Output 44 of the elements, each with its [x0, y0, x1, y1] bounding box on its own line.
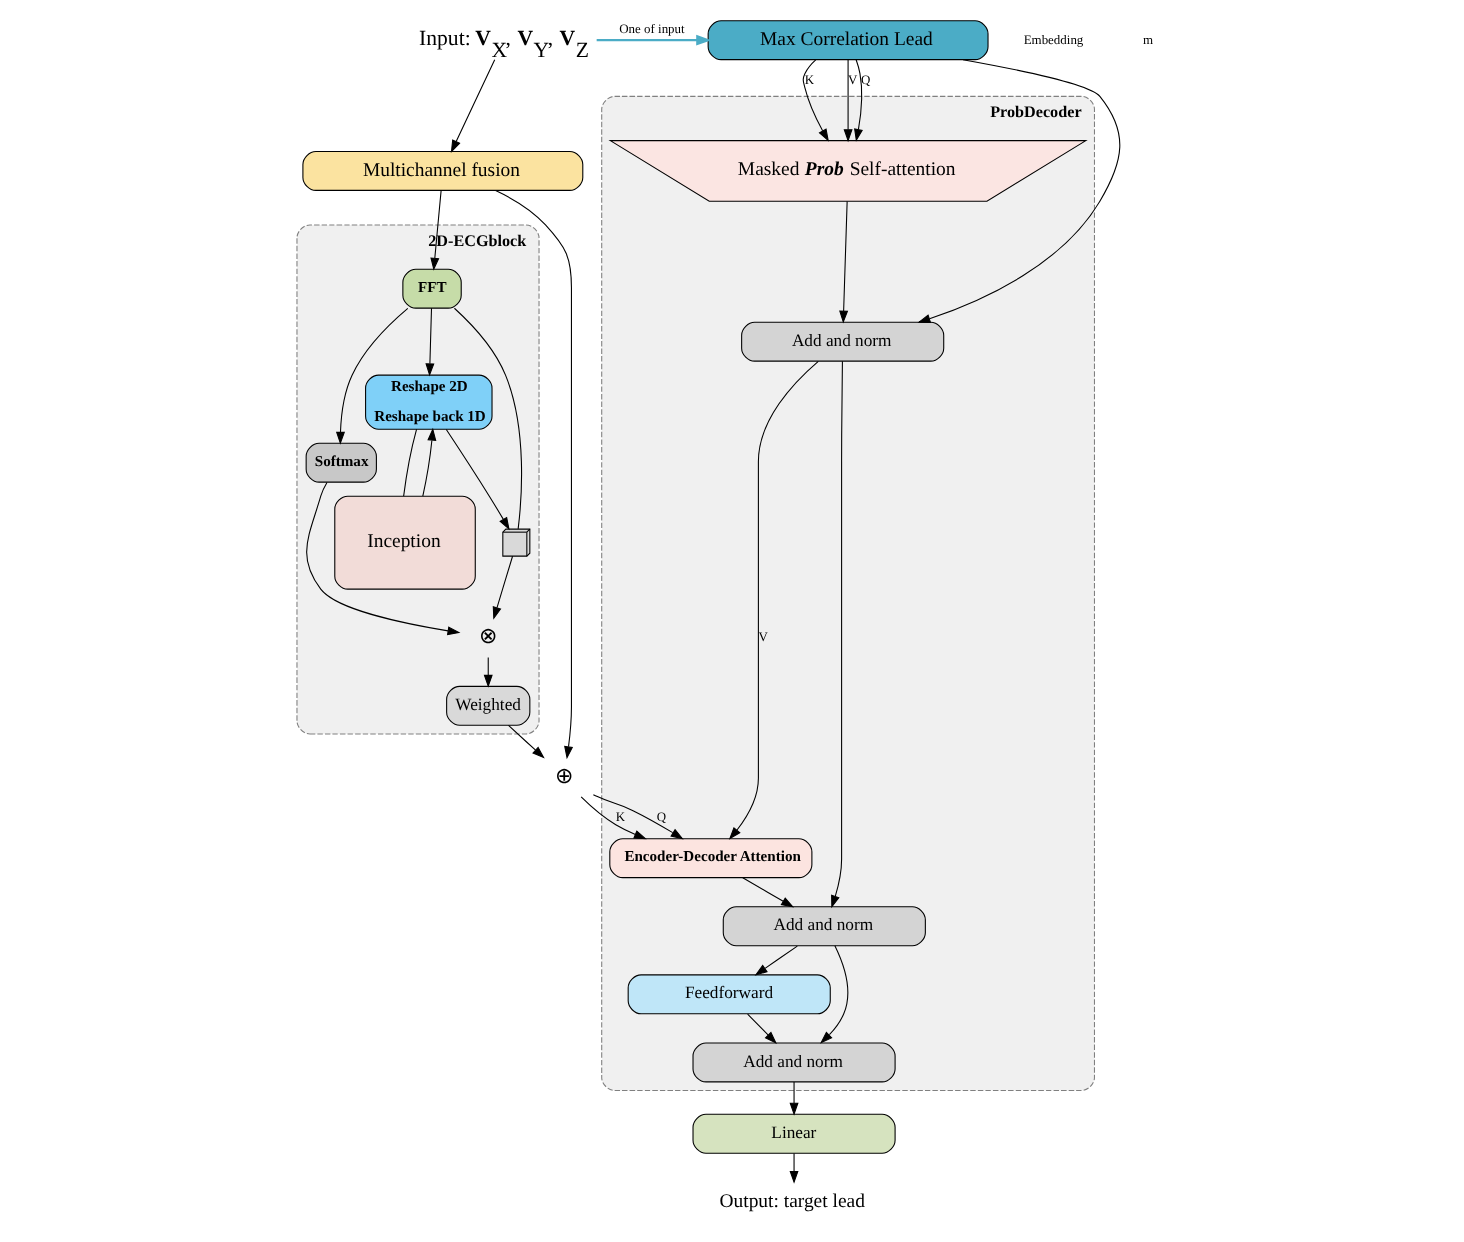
arrow — [305, 481, 460, 636]
node-box: Max Correlation Lead — [706, 20, 988, 61]
node-box: Linear — [691, 1113, 895, 1154]
arrow — [429, 190, 441, 271]
node-text: Output: target lead — [718, 1190, 864, 1213]
arrow — [819, 945, 848, 1044]
connector — [402, 428, 417, 497]
arrow — [421, 427, 436, 497]
arrow — [741, 877, 794, 908]
node-box: Add and norm — [721, 906, 925, 947]
node-box: Feedforward — [626, 974, 830, 1015]
node-text: ⊕ — [553, 764, 572, 789]
arrow — [506, 724, 544, 759]
arrow — [853, 59, 862, 142]
node-box: Add and norm — [740, 321, 944, 362]
node-box: Softmax — [304, 442, 376, 483]
arrow — [842, 59, 852, 143]
arrow — [424, 307, 434, 377]
node-box: Weighted — [445, 685, 530, 726]
arrow — [801, 59, 828, 142]
arrow — [494, 190, 573, 760]
arrow — [746, 1013, 776, 1044]
node-box: Multichannel fusion — [301, 150, 583, 191]
arrow — [579, 796, 646, 840]
arrow — [727, 360, 818, 840]
arrow — [916, 59, 1120, 323]
arrow — [591, 794, 683, 840]
arrow — [491, 555, 513, 620]
node-box: Inception — [333, 495, 475, 590]
arrow — [753, 945, 797, 976]
node-box: FFT — [401, 268, 461, 309]
arrow — [444, 428, 509, 531]
connector — [452, 307, 522, 530]
arrow — [334, 307, 408, 445]
node-box: Add and norm — [691, 1042, 895, 1083]
arrow — [788, 1081, 798, 1116]
node-box: Encoder-Decoder Attention — [608, 838, 812, 879]
arrow — [595, 34, 711, 46]
node-text: ⊗ — [478, 625, 497, 650]
arrow — [830, 360, 842, 909]
arrow — [838, 200, 848, 324]
arrow — [788, 1153, 798, 1184]
node-box: Reshape 2D Reshape back 1D — [364, 374, 492, 430]
arrow — [449, 59, 495, 153]
